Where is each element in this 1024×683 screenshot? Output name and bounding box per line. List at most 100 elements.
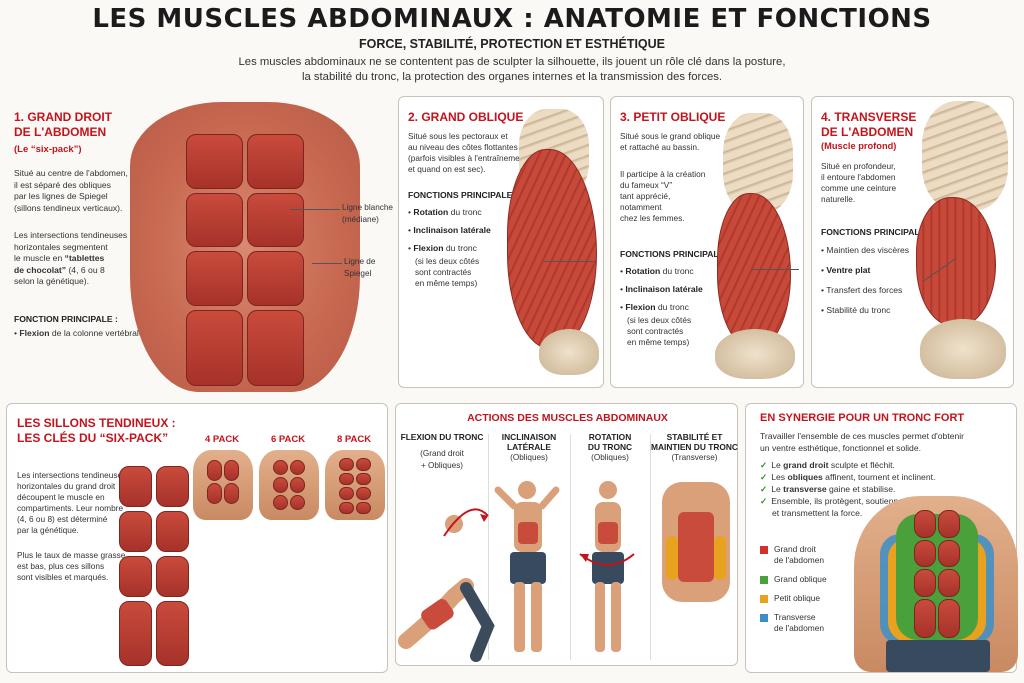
action-stabilite: STABILITÉ ET MAINTIEN DU TRONC (Transver… [650, 432, 738, 462]
desc-line: Situé sous les pectoraux et [408, 131, 508, 141]
petit-oblique-desc2: Il participe à la création du fameux “V”… [620, 169, 706, 223]
label-line: Ligne blanche [342, 203, 393, 212]
pack-segment [186, 251, 243, 306]
pack-4 [207, 460, 239, 504]
ribcage-illustration [922, 101, 1008, 211]
label-spiegel: Ligne de Spiegel [344, 256, 375, 279]
fn-item: • Inclinaison latérale [408, 225, 491, 235]
grand-oblique-desc: Situé sous les pectoraux et au niveau de… [408, 131, 527, 175]
pack-segment [247, 251, 304, 306]
grand-oblique-fn-label: FONCTIONS PRINCIPALES : [408, 190, 524, 200]
grand-droit-fn-label: FONCTION PRINCIPALE : [14, 314, 118, 324]
external-oblique-illustration [507, 149, 597, 349]
desc-line: Les intersections tendineuses [14, 230, 128, 240]
petit-oblique-fns: • Rotation du tronc • Inclinaison latéra… [620, 266, 720, 348]
figure-rotation [579, 481, 635, 652]
petit-oblique-title: 3. PETIT OBLIQUE [620, 110, 726, 124]
desc-line: par les lignes de Spiegel [14, 191, 108, 201]
fn-item: • Flexion du tronc [620, 302, 689, 312]
synergie-checks: ✓Le grand droit sculpte et fléchit. ✓Les… [760, 459, 935, 519]
intro-line: la stabilité du tronc, la protection des… [301, 71, 723, 83]
check-item: ✓Le transverse gaine et stabilise. [760, 484, 896, 494]
pack-segment [247, 192, 304, 248]
desc-bold: “tablettes [64, 253, 105, 263]
torso-4-pack [193, 450, 253, 520]
fn-bold: Flexion [19, 328, 50, 338]
desc-line: de chocolat” (4, 6 ou 8 [14, 265, 127, 277]
grand-droit-desc2: Les intersections tendineuses horizontal… [14, 230, 127, 288]
synergie-grand-droit [914, 510, 960, 638]
leader-line [544, 261, 594, 262]
rectus-pack [186, 134, 304, 386]
label-line: (médiane) [342, 214, 379, 224]
desc-line: horizontales segmentent [14, 241, 108, 252]
synergie-title: EN SYNERGIE POUR UN TRONC FORT [760, 412, 965, 424]
sillons-title: LES SILLONS TENDINEUX : LES CLÉS DU “SIX… [17, 416, 176, 445]
pelvis-illustration [920, 319, 1006, 379]
label-ligne-blanche: Ligne blanche (médiane) [342, 202, 393, 225]
sillons-rectus-illustration [119, 466, 189, 666]
section-grand-droit: 1. GRAND DROIT DE L'ABDOMEN (Le “six-pac… [0, 96, 395, 396]
legend-swatch [760, 613, 768, 622]
pack-segment [186, 309, 243, 386]
grand-droit-title: 1. GRAND DROIT DE L'ABDOMEN [14, 110, 112, 140]
desc-text: (4, 6 ou 8 [66, 264, 105, 275]
transverse-nickname: (Muscle profond) [821, 141, 897, 151]
torso-8-pack [325, 450, 385, 520]
check-item: et transmettent la force. [772, 508, 863, 518]
figure-side-bend [494, 481, 560, 652]
intro-text: Les muscles abdominaux ne se contentent … [112, 55, 912, 85]
card-sillons: LES SILLONS TENDINEUX : LES CLÉS DU “SIX… [6, 403, 388, 673]
label-4-pack: 4 PACK [205, 434, 240, 445]
fn-item: • Ventre plat [821, 265, 871, 275]
transverse-fn-label: FONCTIONS PRINCIPALES : [821, 227, 937, 237]
pack-segment [186, 134, 243, 189]
card-grand-oblique: 2. GRAND OBLIQUE Situé sous les pectorau… [398, 96, 604, 388]
fn-sub: (si les deux côtés sont contractés en mê… [627, 315, 692, 347]
fn-item: • Rotation du tronc [408, 207, 482, 217]
legend-grand-oblique: Grand oblique [760, 574, 827, 585]
actions-title: ACTIONS DES MUSCLES ABDOMINAUX [467, 412, 668, 424]
actions-figures [398, 481, 730, 662]
transverse-title: 4. TRANSVERSE DE L'ABDOMEN [821, 110, 917, 139]
desc-bold: de chocolat” [14, 264, 67, 275]
grand-droit-nickname: (Le “six-pack”) [14, 144, 82, 155]
desc-line: et quand on est sec). [408, 164, 486, 174]
desc-line: Situé au centre de l'abdomen, [14, 168, 128, 178]
legend-swatch [760, 575, 768, 584]
transverse-desc: Situé en profondeur, il entoure l'abdome… [821, 161, 897, 204]
desc-line: au niveau des côtes flottantes [408, 142, 518, 152]
card-petit-oblique: 3. PETIT OBLIQUE Situé sous le grand obl… [610, 96, 804, 388]
transverse-illustration [916, 197, 996, 327]
leader-line [290, 209, 340, 210]
figure-stabilite [662, 482, 730, 602]
pack-segment [247, 309, 304, 386]
synergie-shorts [886, 640, 990, 672]
label-line: Spiegel [344, 268, 372, 278]
figure-crunch [398, 508, 495, 662]
rectus-illustration [130, 102, 360, 392]
synergie-grand-oblique [896, 514, 978, 640]
pack-segment [186, 192, 243, 248]
torso-6-pack [259, 450, 319, 520]
pelvis-illustration [539, 329, 599, 375]
desc-line: (sillons tendineux verticaux). [14, 202, 123, 213]
desc-line: selon la génétique). [14, 276, 90, 286]
page-subtitle: FORCE, STABILITÉ, PROTECTION ET ESTHÉTIQ… [358, 37, 666, 51]
sillons-desc1: Les intersections tendineuses horizontal… [17, 470, 127, 535]
pack-segment [247, 134, 304, 189]
card-transverse: 4. TRANSVERSE DE L'ABDOMEN (Muscle profo… [811, 96, 1014, 388]
grand-oblique-title: 2. GRAND OBLIQUE [408, 110, 524, 124]
petit-oblique-fn-label: FONCTIONS PRINCIPALES : [620, 249, 736, 259]
legend-petit-oblique: Petit oblique [760, 593, 827, 604]
action-rotation: ROTATION DU TRONC (Obliques) [587, 432, 633, 462]
intro-line: Les muscles abdominaux ne se contentent … [238, 56, 786, 68]
desc-line: (parfois visibles à l'entraînement [408, 153, 527, 163]
fn-sub: (si les deux côtés sont contractés en mê… [415, 256, 480, 288]
label-line: Ligne de [344, 257, 376, 266]
legend-swatch [760, 545, 768, 554]
grand-droit-desc1: Situé au centre de l'abdomen, il est sép… [14, 168, 128, 214]
grand-droit-fn: • Flexion de la colonne vertébrale [14, 328, 144, 338]
